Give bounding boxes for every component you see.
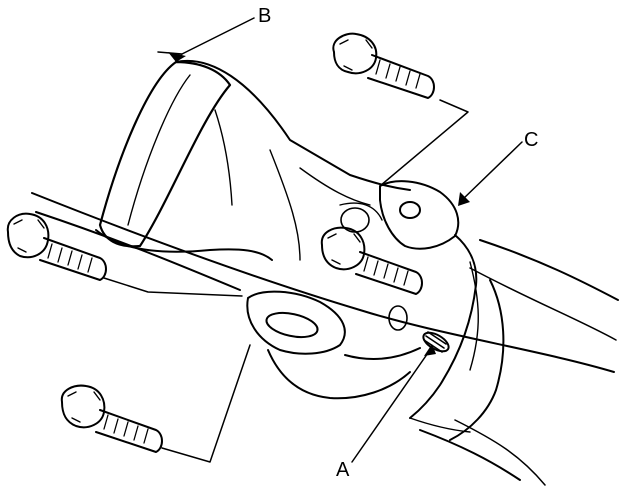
converter-body [95,59,411,261]
leader-bottom-bolt [161,344,251,463]
callout-b: B [258,5,272,27]
leader-arrowheads [168,52,470,356]
arrowhead-b [168,52,186,62]
exhaust-pipe [31,192,619,486]
callout-c: C [524,129,539,151]
flange-lower-hole [265,311,319,339]
bolt-middle [320,226,423,295]
callout-a: A [336,459,350,481]
flange-upper-hole [399,201,421,219]
leader-a [351,349,431,463]
leader-c [461,141,523,201]
leader-top-bolt [379,99,469,187]
bolt-bottom [60,384,163,453]
flange-lower [246,290,421,400]
leader-left-bolt [103,277,243,297]
front-pipe [409,234,505,441]
arrowhead-a [424,344,436,356]
bolt-left [6,212,107,281]
bolt-top [332,32,435,99]
arrowhead-c [458,192,470,206]
